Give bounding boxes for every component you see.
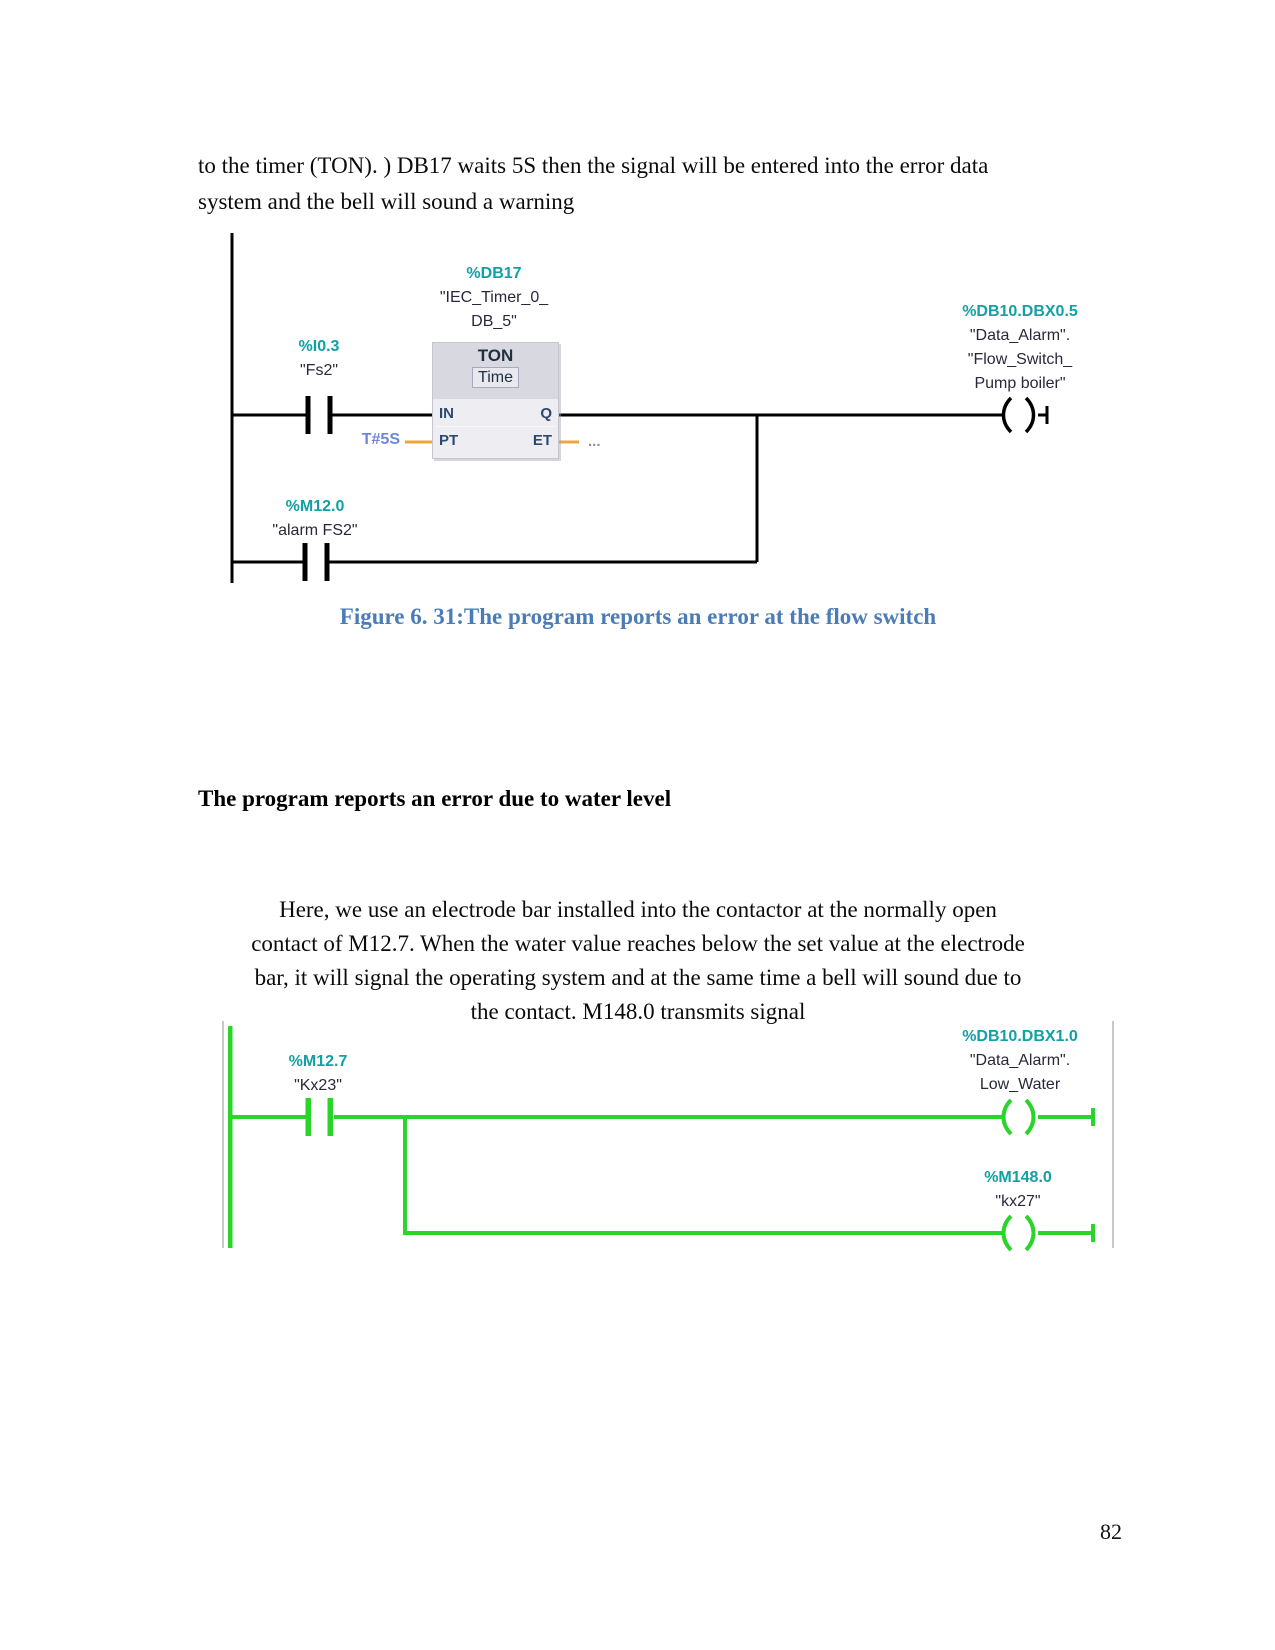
contact1-name: "Fs2" xyxy=(299,362,339,379)
ton-block-header: TON Time xyxy=(433,343,558,399)
coil-right-paren xyxy=(1024,396,1036,434)
paragraph-line: to the timer (TON). ) DB17 waits 5S then… xyxy=(198,153,989,178)
ton-datatype-label: Time xyxy=(472,367,519,388)
coil-name: "Flow_Switch_ xyxy=(967,351,1073,368)
contact-name: "Kx23" xyxy=(294,1077,342,1094)
coil1-left-paren xyxy=(1001,1098,1013,1136)
timer-db-name: DB_5" xyxy=(471,313,517,330)
et-placeholder-value: ... xyxy=(588,433,601,450)
pin-q-label: Q xyxy=(540,405,552,422)
ladder-diagram-flow-switch xyxy=(230,233,1049,583)
section-heading: The program reports an error due to wate… xyxy=(198,786,672,811)
ladder-wires xyxy=(230,233,1049,583)
paragraph-line: the contact. M148.0 transmits signal xyxy=(470,999,806,1024)
paragraph-line: system and the bell will sound a warning xyxy=(198,189,575,214)
contact2-name: "alarm FS2" xyxy=(272,522,358,539)
contact-address: %M12.7 xyxy=(288,1053,348,1070)
timer-db-name: "IEC_Timer_0_ xyxy=(439,289,549,306)
coil-name: "Data_Alarm". xyxy=(969,327,1071,344)
contact1-operand-label: %I0.3 "Fs2" xyxy=(219,335,419,383)
coil2-operand-label: %M148.0 "kx27" xyxy=(918,1166,1118,1214)
coil1-name: "Data_Alarm". xyxy=(969,1052,1071,1069)
coil-symbols xyxy=(1001,1098,1036,1252)
paragraph-timer-description: to the timer (TON). ) DB17 waits 5S then… xyxy=(198,148,988,220)
coil-operand-label: %DB10.DBX0.5 "Data_Alarm". "Flow_Switch_… xyxy=(920,300,1120,396)
coil-left-paren xyxy=(1001,396,1013,434)
coil-name: Pump boiler" xyxy=(974,375,1066,392)
pin-in-label: IN xyxy=(439,405,454,422)
ton-timer-block: TON Time IN Q PT ET xyxy=(432,342,559,459)
timer-db-operand-label: %DB17 "IEC_Timer_0_ DB_5" xyxy=(394,262,594,334)
paragraph-line: Here, we use an electrode bar installed … xyxy=(279,897,997,922)
contact2-address: %M12.0 xyxy=(285,498,345,515)
ton-instruction-label: TON xyxy=(477,346,514,365)
coil-symbol xyxy=(1001,396,1036,434)
pin-et-label: ET xyxy=(532,432,552,449)
coil2-right-paren xyxy=(1024,1214,1036,1252)
coil2-address: %M148.0 xyxy=(984,1169,1052,1186)
ton-row-separator xyxy=(435,426,556,427)
contact-operand-label: %M12.7 "Kx23" xyxy=(218,1050,418,1098)
ladder-diagram-water-level xyxy=(222,1021,1114,1252)
paragraph-line: bar, it will signal the operating system… xyxy=(254,965,1022,990)
pin-pt-label: PT xyxy=(439,432,459,449)
paragraph-water-level: Here, we use an electrode bar installed … xyxy=(195,893,1081,1029)
coil1-right-paren xyxy=(1024,1098,1036,1136)
timer-db-address: %DB17 xyxy=(466,265,522,282)
coil1-name: Low_Water xyxy=(979,1076,1061,1093)
page-number: 82 xyxy=(1100,1519,1122,1544)
coil2-left-paren xyxy=(1001,1214,1013,1252)
paragraph-line: contact of M12.7. When the water value r… xyxy=(251,931,1025,956)
coil-address: %DB10.DBX0.5 xyxy=(962,303,1078,320)
contact1-address: %I0.3 xyxy=(298,338,340,355)
coil2-name: "kx27" xyxy=(995,1193,1041,1210)
figure-caption-6-31: Figure 6. 31:The program reports an erro… xyxy=(339,604,937,629)
pt-preset-value: T#5S xyxy=(361,431,400,448)
contact2-operand-label: %M12.0 "alarm FS2" xyxy=(215,495,415,543)
coil1-address: %DB10.DBX1.0 xyxy=(962,1028,1078,1045)
coil1-operand-label: %DB10.DBX1.0 "Data_Alarm". Low_Water xyxy=(920,1025,1120,1097)
green-ladder-wires xyxy=(227,1026,1095,1248)
